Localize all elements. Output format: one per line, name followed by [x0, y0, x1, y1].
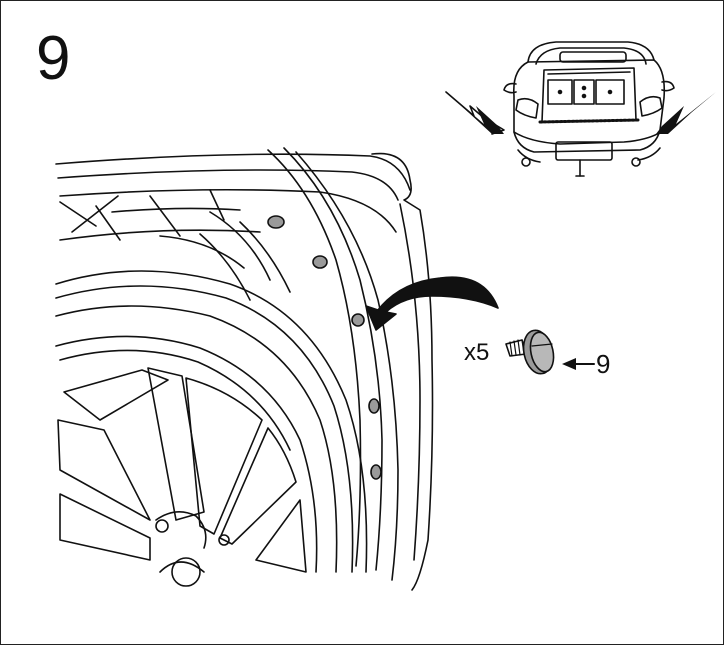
- insertion-arrow: [365, 276, 499, 331]
- right-pointer-arrow: [656, 92, 716, 134]
- rear-seat-left: [547, 79, 573, 105]
- license-plate: [555, 141, 613, 161]
- lug-nut-1: [155, 519, 169, 533]
- spoke-5: [57, 419, 151, 521]
- clip-hole-2: [312, 255, 328, 269]
- car-rear-inset: [503, 41, 675, 177]
- left-pointer-arrow: [444, 90, 504, 134]
- spoke-1: [63, 369, 169, 421]
- exhaust-right: [631, 157, 641, 167]
- spoke-3: [185, 377, 263, 535]
- rear-seat-right: [595, 79, 625, 105]
- wheel-arch-view: [55, 147, 434, 591]
- step-number: 9: [36, 24, 71, 93]
- rear-seat-middle: [573, 79, 595, 105]
- spoke-4: [219, 427, 297, 545]
- lug-nut-2: [218, 534, 230, 546]
- tyre-outer: [55, 270, 368, 573]
- exhaust-left: [521, 157, 531, 167]
- push-pin-clip: [505, 329, 555, 375]
- hub: [155, 511, 207, 549]
- spoke-2: [147, 367, 205, 521]
- clip-hole-5: [370, 464, 382, 480]
- part-number-label: 9: [596, 349, 611, 379]
- clip-hole-1: [267, 215, 285, 229]
- clip-hole-3: [351, 313, 365, 327]
- rim-edge: [55, 335, 318, 573]
- quantity-label: x5: [464, 339, 490, 366]
- spoke-6: [255, 499, 307, 573]
- clip-hole-4: [368, 398, 380, 414]
- part-leader-arrowhead: [562, 358, 576, 370]
- brake-light: [559, 51, 627, 63]
